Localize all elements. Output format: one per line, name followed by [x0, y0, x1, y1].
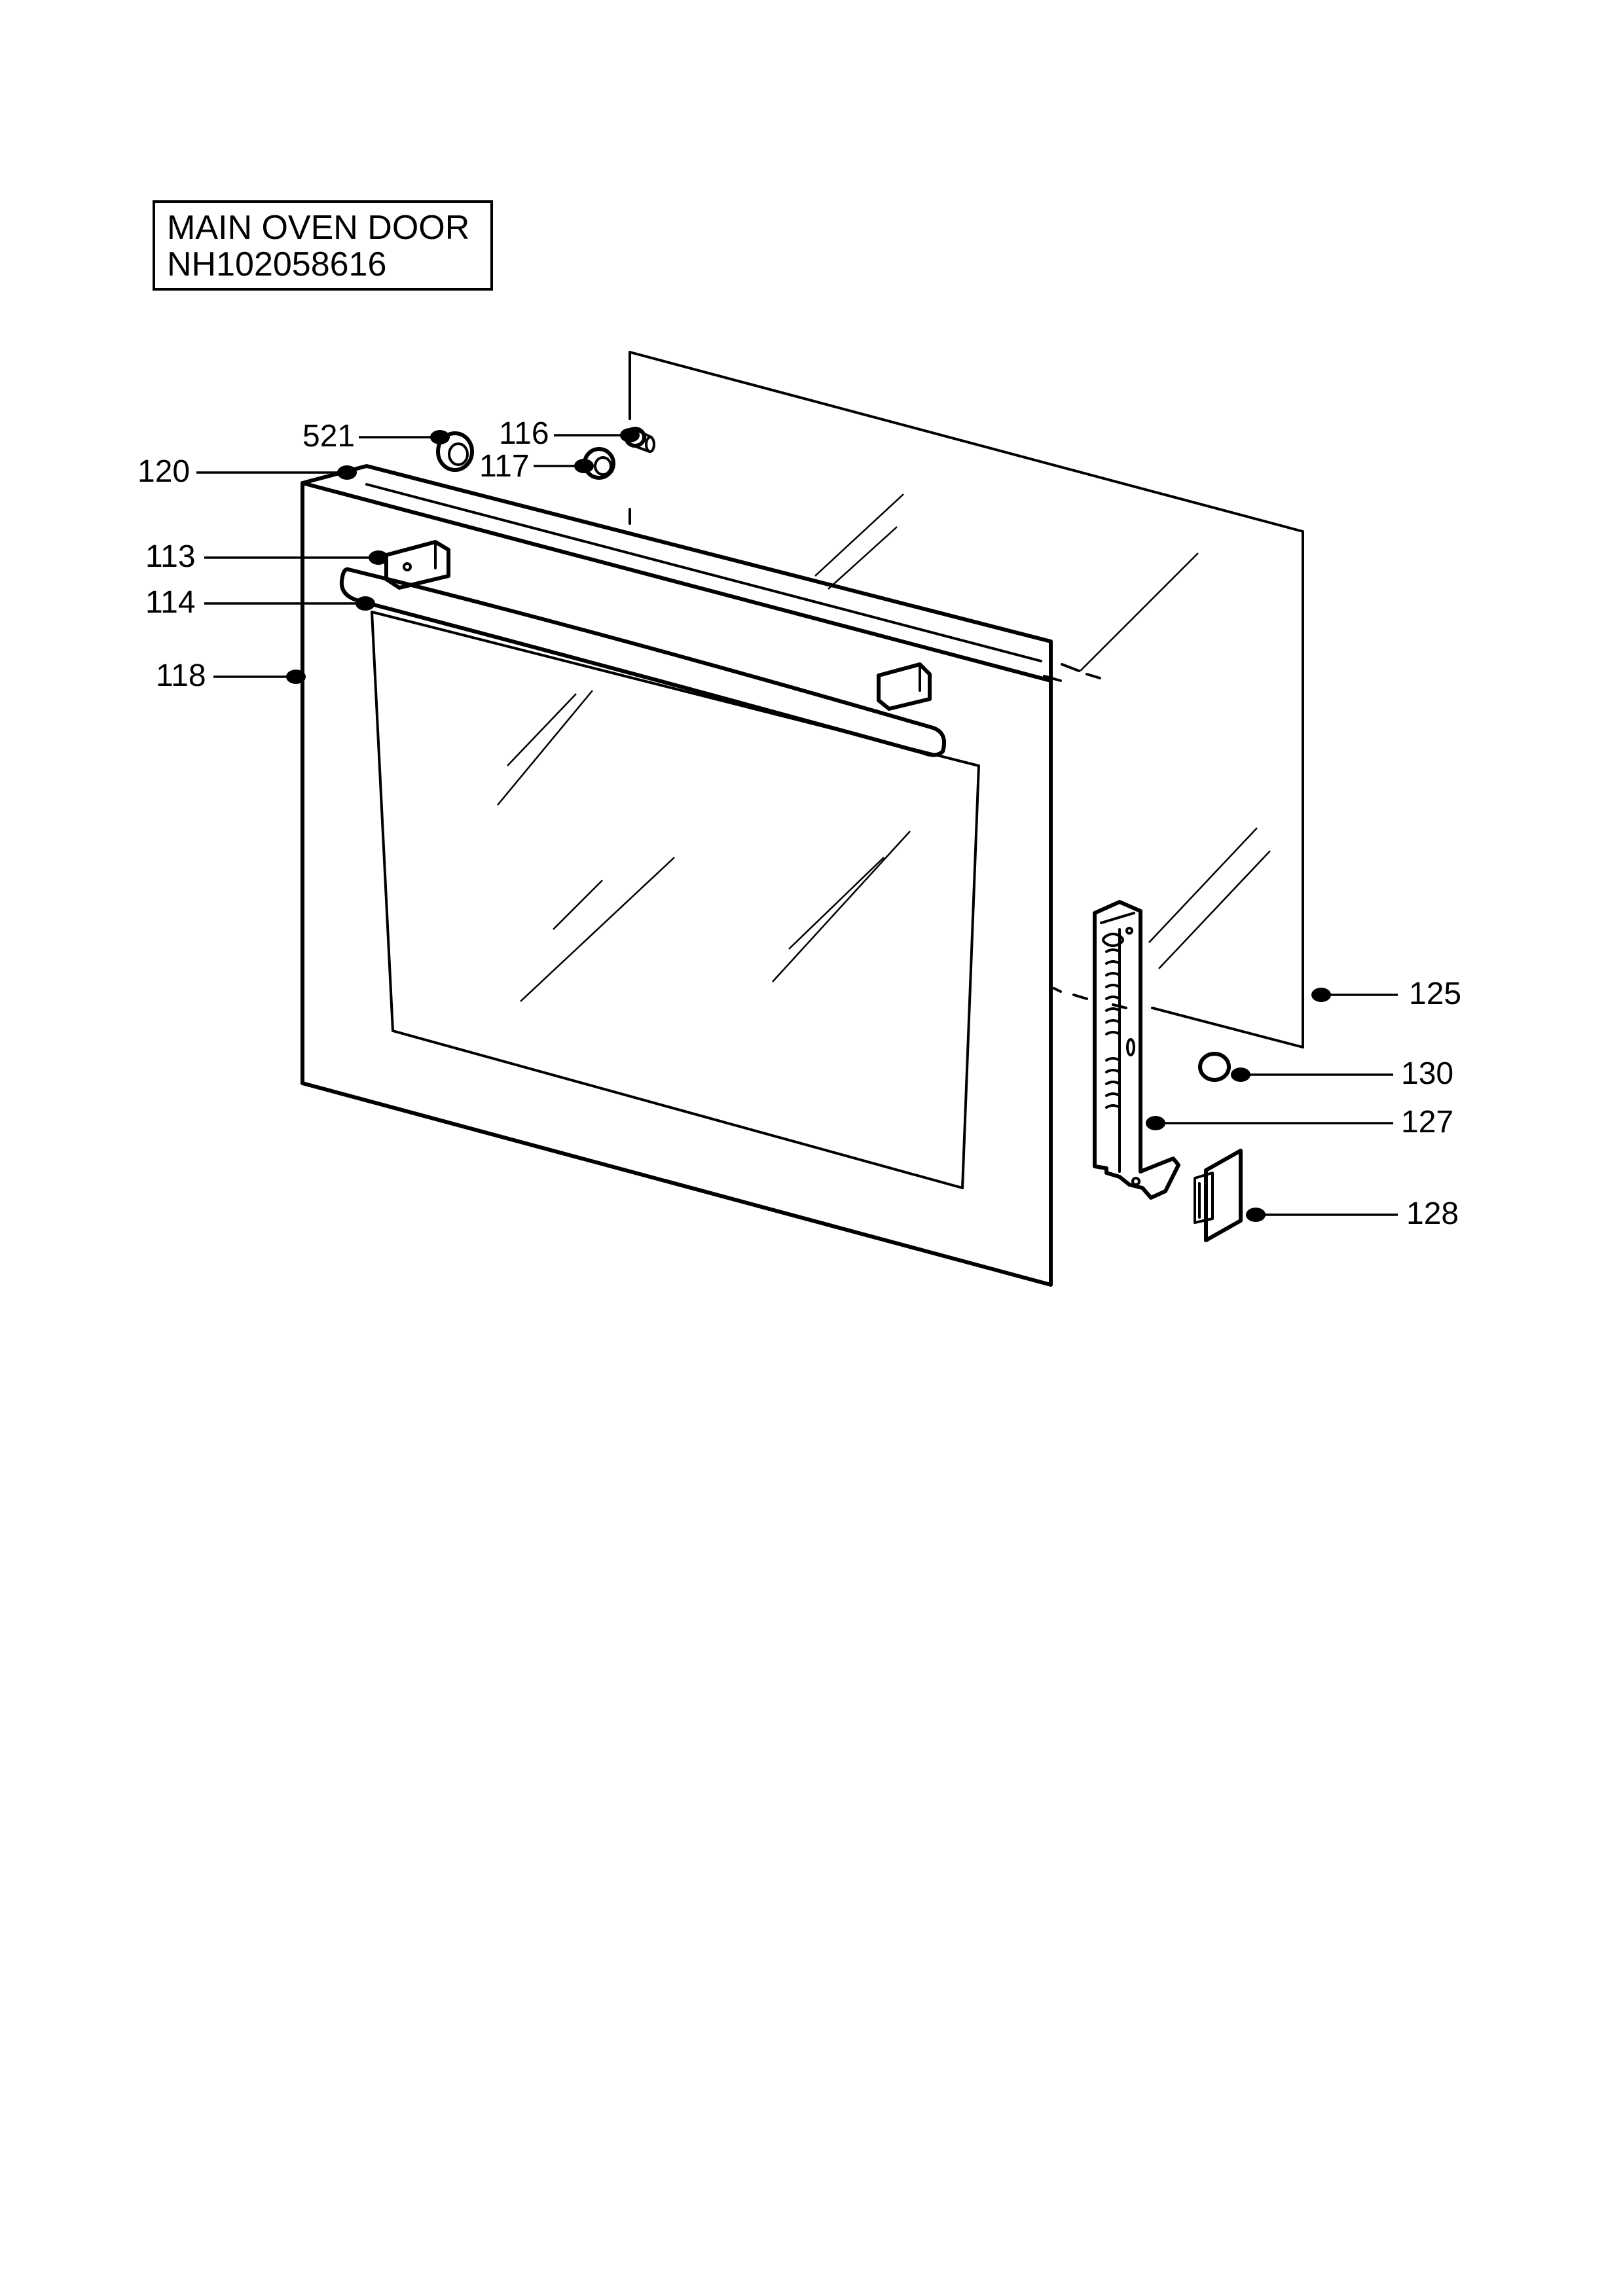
door-handle-bar [339, 567, 947, 757]
callout-117[interactable]: 117 [479, 449, 594, 484]
callout-label-521: 521 [302, 419, 355, 454]
callout-128[interactable]: 128 [1246, 1196, 1459, 1231]
door-hinge [1093, 900, 1180, 1200]
callout-label-118: 118 [156, 658, 206, 693]
title-line-2: NH102058616 [167, 245, 387, 283]
callout-521[interactable]: 521 [302, 419, 450, 454]
cap [1198, 1052, 1231, 1082]
callout-label-113: 113 [145, 539, 196, 574]
rear-glass-panel [629, 351, 1304, 1049]
callout-113[interactable]: 113 [145, 539, 388, 574]
trim-ring [436, 431, 474, 472]
callout-116[interactable]: 116 [499, 416, 640, 451]
callout-127[interactable]: 127 [1146, 1105, 1453, 1139]
callout-label-116: 116 [499, 416, 549, 451]
callout-label-125: 125 [1409, 977, 1461, 1011]
callout-125[interactable]: 125 [1311, 977, 1461, 1011]
callout-130[interactable]: 130 [1231, 1056, 1453, 1091]
callout-120[interactable]: 120 [137, 454, 357, 489]
hinge-receiver [1194, 1149, 1243, 1242]
outer-door-panel [301, 464, 1062, 1287]
callout-118[interactable]: 118 [156, 658, 306, 693]
callout-114[interactable]: 114 [145, 585, 375, 620]
title-box: MAIN OVEN DOOR NH102058616 [153, 200, 493, 291]
callout-label-127: 127 [1401, 1105, 1453, 1139]
title-line-1: MAIN OVEN DOOR [167, 209, 470, 247]
callout-label-130: 130 [1401, 1056, 1453, 1091]
callout-label-114: 114 [145, 585, 196, 620]
callout-label-128: 128 [1406, 1196, 1459, 1231]
callout-label-117: 117 [479, 449, 530, 484]
handle-bracket-right [877, 662, 932, 711]
callout-label-120: 120 [137, 454, 190, 489]
